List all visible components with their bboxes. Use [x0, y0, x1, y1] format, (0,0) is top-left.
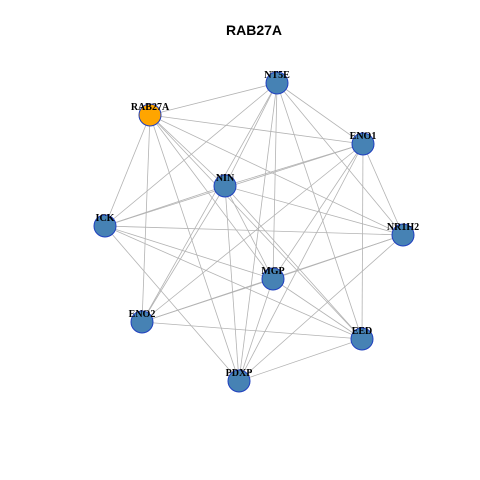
node-eno1: ENO1	[350, 131, 377, 156]
edge-rab27a-eno2	[141, 114, 151, 323]
node-eno2: ENO2	[129, 309, 156, 334]
node-label-rab27a: RAB27A	[131, 102, 170, 113]
edge-rab27a-nin	[149, 114, 226, 187]
graph-title: RAB27A	[226, 22, 282, 38]
edge-nin-eno2	[141, 185, 226, 323]
edge-rab27a-eed	[149, 114, 363, 340]
node-label-mgp: MGP	[261, 266, 284, 277]
edge-eno1-nr1h2	[362, 143, 404, 236]
node-label-nt5e: NT5E	[264, 70, 290, 81]
node-label-pdxp: PDXP	[226, 368, 253, 379]
edge-ick-mgp	[104, 225, 274, 280]
edge-eno2-eed	[141, 321, 363, 340]
edge-mgp-eno2	[141, 278, 274, 323]
node-ick: ICK	[93, 213, 117, 238]
node-mgp: MGP	[261, 266, 285, 291]
node-pdxp: PDXP	[226, 368, 253, 393]
node-label-eno1: ENO1	[350, 131, 377, 142]
node-eed: EED	[350, 326, 374, 351]
edge-nt5e-eno2	[141, 82, 278, 323]
edge-nt5e-mgp	[272, 82, 278, 280]
edge-eno1-eed	[361, 143, 364, 340]
node-circle-nt5e	[265, 71, 289, 95]
edge-nr1h2-pdxp	[238, 234, 404, 382]
edge-nin-nr1h2	[224, 185, 404, 236]
node-circle-ick	[93, 214, 117, 238]
edge-ick-eed	[104, 225, 363, 340]
edge-nt5e-nr1h2	[276, 82, 404, 236]
edge-eed-pdxp	[238, 338, 363, 382]
node-rab27a: RAB27A	[131, 102, 170, 127]
edge-rab27a-ick	[104, 114, 151, 227]
node-circle-rab27a	[138, 103, 162, 127]
node-label-nr1h2: NR1H2	[387, 222, 419, 233]
node-nin: NIN	[213, 173, 237, 198]
edge-rab27a-pdxp	[149, 114, 240, 382]
edge-nin-ick	[104, 185, 226, 227]
node-nr1h2: NR1H2	[387, 222, 419, 247]
edge-rab27a-nr1h2	[149, 114, 404, 236]
node-circle-nin	[213, 174, 237, 198]
node-circle-mgp	[261, 267, 285, 291]
edge-rab27a-nt5e	[149, 82, 278, 116]
node-circle-eno2	[130, 310, 154, 334]
edge-ick-pdxp	[104, 225, 240, 382]
edge-nin-pdxp	[224, 185, 240, 382]
edge-nin-mgp	[224, 185, 274, 280]
node-label-nin: NIN	[216, 173, 235, 184]
edge-ick-nr1h2	[104, 225, 404, 236]
node-circle-eno1	[351, 132, 375, 156]
edge-mgp-eed	[272, 278, 363, 340]
edge-nt5e-eno1	[276, 82, 364, 145]
node-circle-eed	[350, 327, 374, 351]
edge-nt5e-pdxp	[238, 82, 278, 382]
edge-mgp-pdxp	[238, 278, 274, 382]
node-label-eno2: ENO2	[129, 309, 156, 320]
node-label-eed: EED	[352, 326, 373, 337]
edge-nt5e-eed	[276, 82, 363, 340]
edge-nt5e-nin	[224, 82, 278, 187]
node-circle-nr1h2	[391, 223, 415, 247]
edge-nin-eed	[224, 185, 363, 340]
edge-eno1-eno2	[141, 143, 364, 323]
edge-eno1-pdxp	[238, 143, 364, 382]
edge-rab27a-mgp	[149, 114, 274, 280]
edges-layer	[104, 82, 404, 382]
edge-nt5e-ick	[104, 82, 278, 227]
node-circle-pdxp	[227, 369, 251, 393]
node-nt5e: NT5E	[264, 70, 290, 95]
edge-rab27a-eno1	[149, 114, 364, 145]
node-label-ick: ICK	[96, 213, 115, 224]
